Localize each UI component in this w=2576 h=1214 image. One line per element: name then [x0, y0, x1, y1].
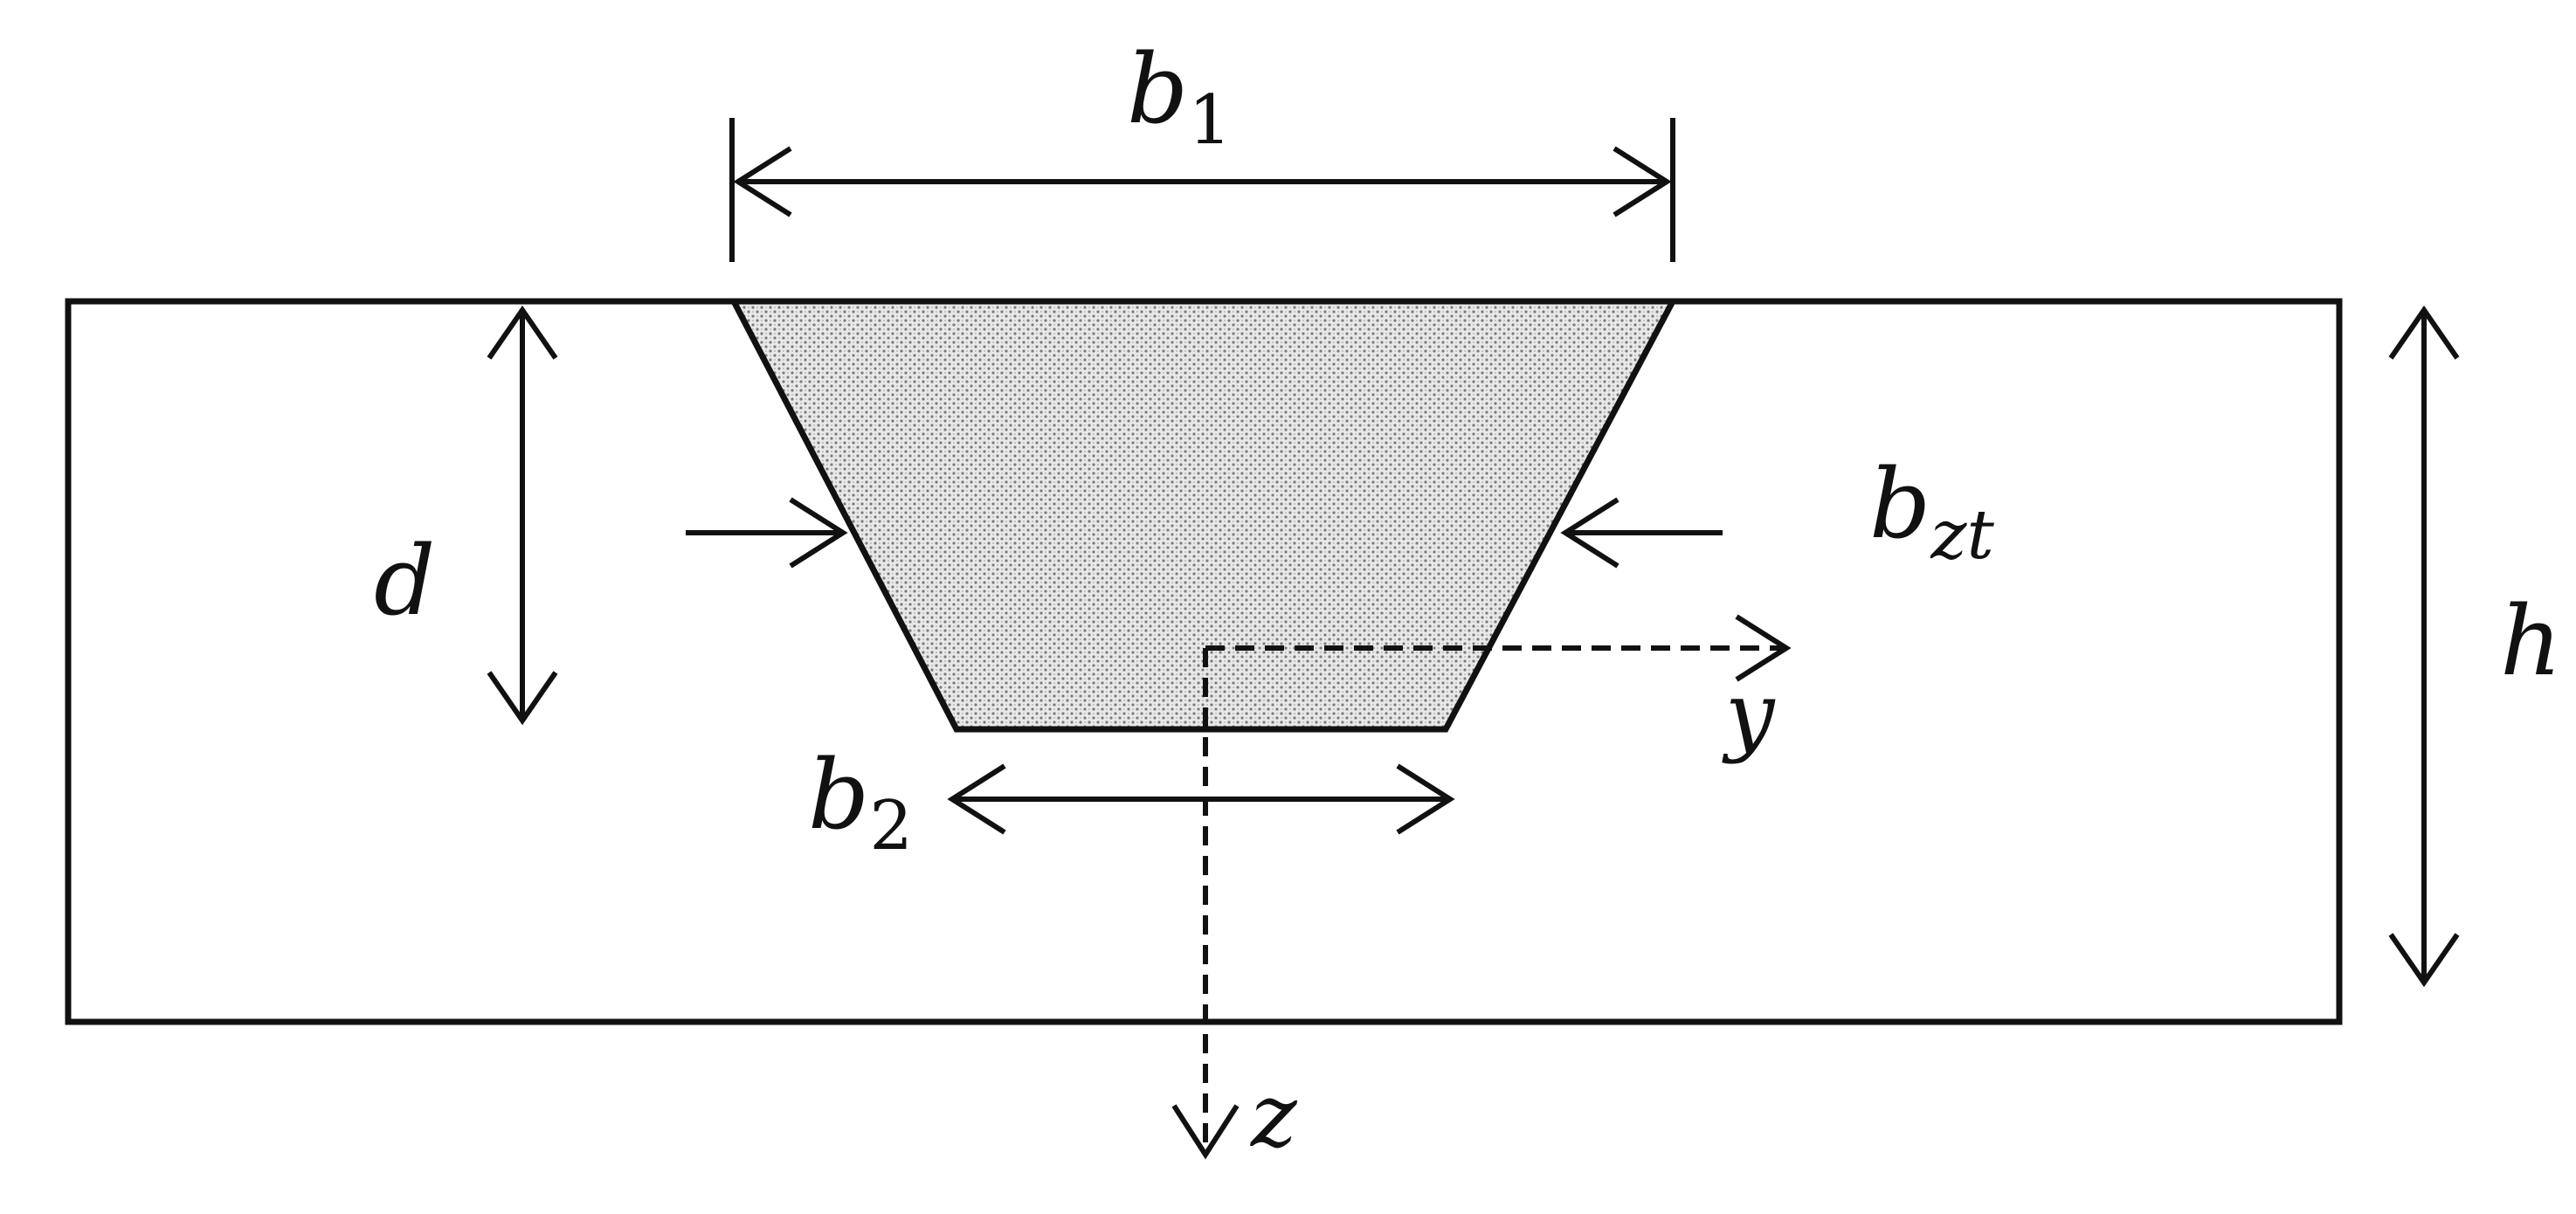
bzt-arrow-right — [1560, 497, 1723, 569]
bzt-arrow-left — [686, 497, 848, 569]
y-axis-arrow — [1205, 614, 1792, 682]
y-axis-label: y — [1722, 663, 1776, 765]
shaded-trapezoid — [729, 298, 1678, 733]
h-dimension-arrow — [2388, 305, 2460, 988]
d-label: d — [374, 525, 435, 637]
b1-label: b1 — [1127, 33, 1232, 160]
b1-dimension-arrow — [733, 146, 1672, 217]
b2-dimension-arrow — [947, 763, 1455, 835]
bzt-label: bzt — [1869, 448, 1995, 575]
z-axis-arrow — [1171, 648, 1240, 1160]
z-axis-label: z — [1250, 1065, 1298, 1167]
d-dimension-arrow — [487, 305, 558, 726]
b2-label: b2 — [808, 739, 913, 866]
h-label: h — [2500, 585, 2562, 697]
